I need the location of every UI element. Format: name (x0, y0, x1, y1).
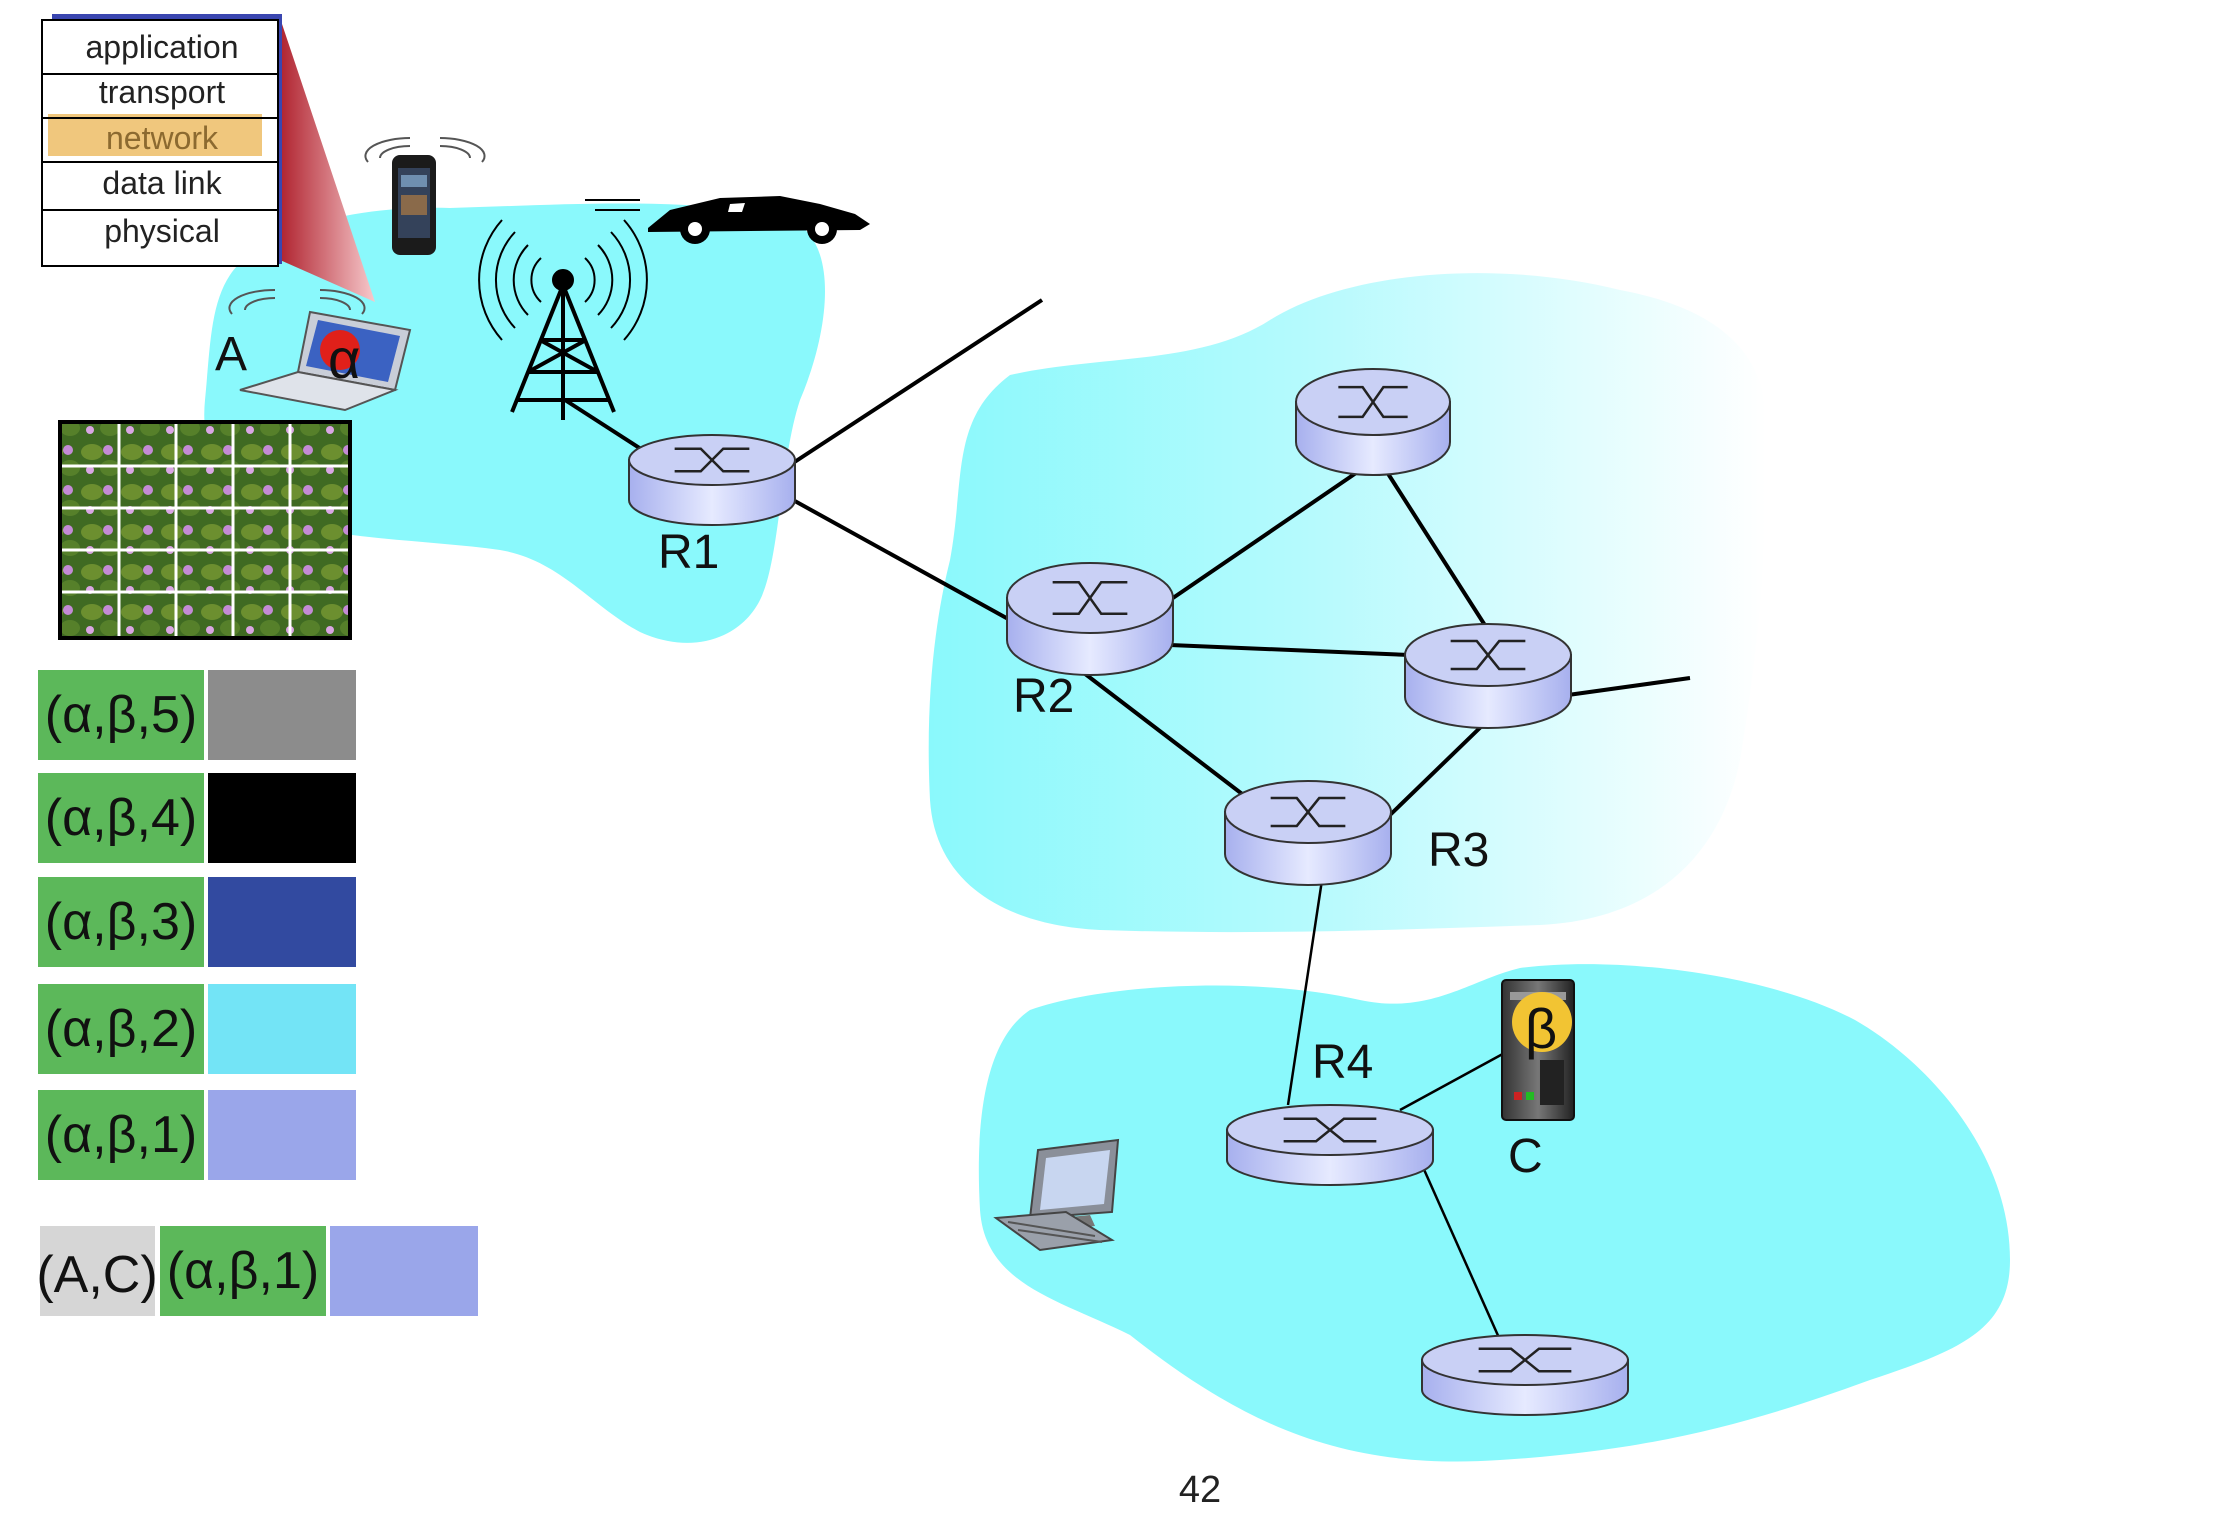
link-r5-out (1567, 676, 1691, 697)
router-label-r2: R2 (1013, 670, 1074, 723)
stack-zoom-wedge (280, 18, 375, 302)
image-file-icon (58, 420, 352, 640)
packet: (α,β,2) (38, 984, 356, 1074)
packet: (α,β,1) (38, 1090, 356, 1180)
link-r2-r5 (1169, 643, 1411, 657)
link-r3-r4 (1286, 879, 1324, 1106)
frame-payload (330, 1226, 478, 1316)
link-r2-r3 (1078, 668, 1252, 802)
page-number: 42 (1179, 1469, 1221, 1511)
router-top[interactable] (1295, 368, 1451, 476)
car-icon (585, 196, 870, 244)
cell-tower-icon (478, 219, 648, 420)
packet-header-box (38, 984, 204, 1074)
packet: (α,β,5) (38, 670, 356, 760)
layer-transport: transport (99, 74, 225, 110)
network-layer-highlight (48, 114, 262, 156)
router-icon (1052, 581, 1128, 615)
packet: (α,β,4) (38, 773, 356, 863)
router-label-r3: R3 (1428, 824, 1489, 877)
link-r4-server (1399, 1048, 1511, 1112)
host-c-label: C (1508, 1130, 1543, 1183)
frame-network-header: (α,β,1) (167, 1242, 319, 1300)
packet-header: (α,β,1) (45, 1106, 197, 1164)
network-links (563, 298, 1691, 817)
packet-payload (208, 877, 356, 967)
packet-header-box (38, 1090, 204, 1180)
sender-alpha: α (328, 327, 360, 390)
router-r4[interactable] (1226, 1104, 1434, 1186)
server-beta: β (1525, 997, 1557, 1060)
link-r4-bottom (1420, 1164, 1502, 1341)
layer-application: application (86, 29, 239, 65)
packet-payload (208, 1090, 356, 1180)
link-top-r5 (1376, 456, 1490, 632)
link-r5-r3 (1388, 718, 1490, 817)
router-icon (1283, 1117, 1377, 1143)
router-label-r4: R4 (1312, 1036, 1373, 1089)
server-marker-dot (1512, 992, 1572, 1052)
router-icon (674, 447, 750, 473)
frame-link-header-box (40, 1226, 155, 1316)
layer-network: network (106, 120, 219, 156)
packet-header-box (38, 773, 204, 863)
router-r1[interactable] (628, 434, 796, 526)
smartphone-icon (364, 137, 486, 255)
router-icon (1270, 796, 1346, 828)
router-icon (1450, 639, 1526, 671)
layer-physical: physical (104, 213, 220, 249)
packet-header-box (38, 670, 204, 760)
router-bottom[interactable] (1421, 1334, 1629, 1416)
packet-header: (α,β,5) (45, 686, 197, 744)
stack-top-accent (52, 14, 280, 22)
desktop-computer-icon (993, 1138, 1120, 1252)
wireless-network-cloud (204, 203, 826, 643)
link-r1-uplink (791, 298, 1044, 465)
packet-header: (α,β,3) (45, 893, 197, 951)
link-r1-r2 (792, 498, 1011, 622)
packet-payload (208, 984, 356, 1074)
protocol-stack: application transport network data link … (41, 19, 279, 267)
routers (628, 368, 1629, 1416)
destination-network-cloud (978, 964, 2011, 1462)
router-icon (1338, 385, 1408, 419)
host-a-label: A (215, 328, 247, 381)
router-icon (1478, 1347, 1572, 1373)
sender-dot (320, 330, 360, 370)
access-links (1286, 879, 1511, 1341)
frame-network-header-box (160, 1226, 326, 1316)
packet-payload (208, 773, 356, 863)
link-frame: (A,C) (α,β,1) (36, 1226, 478, 1316)
packet-header: (α,β,2) (45, 1000, 197, 1058)
frame-link-header: (A,C) (36, 1246, 157, 1304)
packet: (α,β,3) (38, 877, 356, 967)
router-r5[interactable] (1404, 623, 1572, 729)
router-r2[interactable] (1006, 562, 1174, 676)
core-network-cloud (928, 273, 1767, 933)
router-r3[interactable] (1224, 780, 1392, 886)
packet-header-box (38, 877, 204, 967)
packet-list: (α,β,5) (α,β,4) (α,β,3) (α,β,2) (α,β,1) (38, 670, 356, 1180)
packet-payload (208, 670, 356, 760)
layer-data-link: data link (102, 165, 222, 201)
packet-header: (α,β,4) (45, 789, 197, 847)
link-r2-top (1168, 456, 1380, 602)
router-label-r1: R1 (658, 526, 719, 579)
